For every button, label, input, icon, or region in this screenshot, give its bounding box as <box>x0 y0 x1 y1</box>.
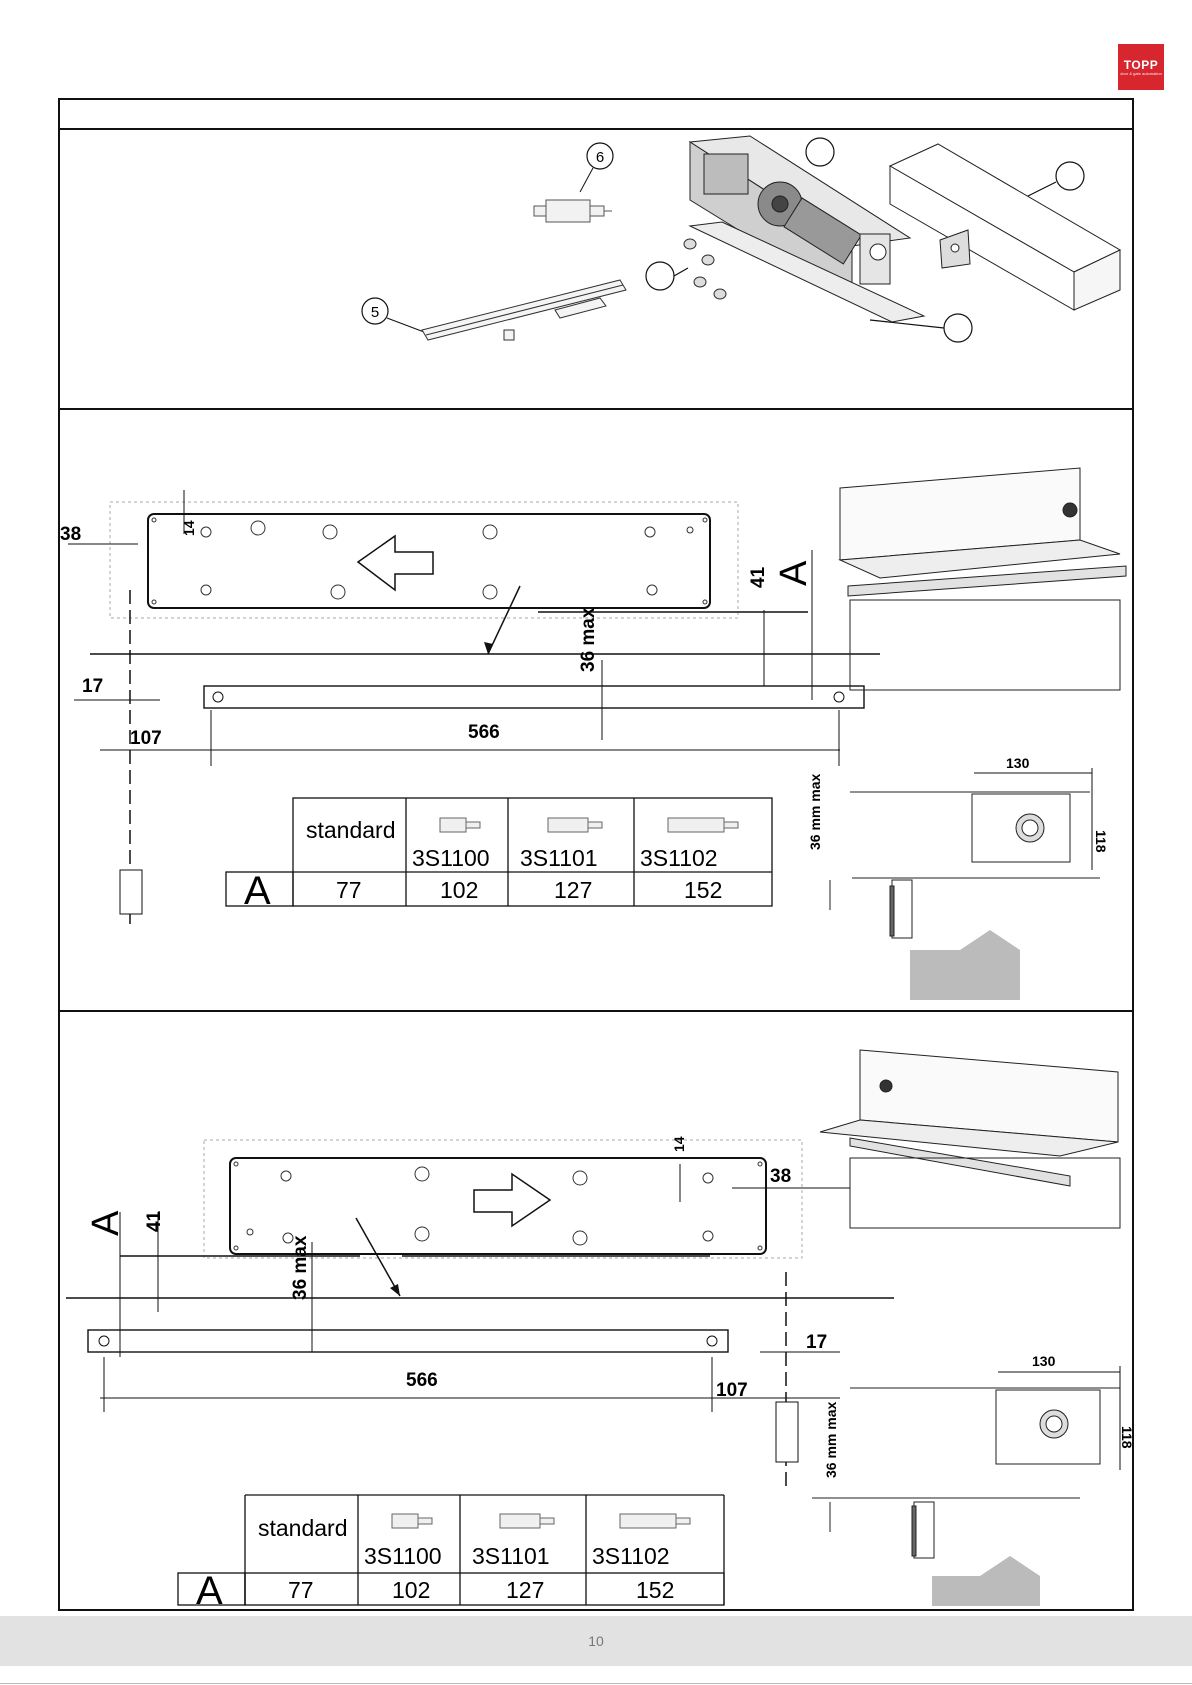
page-frame: 6 5 <box>58 98 1134 1611</box>
brand-logo: TOPP door & gate automation <box>1118 44 1164 90</box>
dim-a-label: A <box>773 560 815 586</box>
part-icons <box>440 818 738 832</box>
table-header-code-3: 3S1102 <box>640 845 718 871</box>
svg-text:5: 5 <box>371 304 379 321</box>
svg-text:6: 6 <box>596 149 604 166</box>
dim-38: 38 <box>770 1166 791 1187</box>
components-illustration: 6 5 <box>60 130 1132 408</box>
dim-566: 566 <box>406 1370 438 1391</box>
side-section-right <box>812 1388 1120 1606</box>
nut-set <box>684 239 726 299</box>
table-value-2: 102 <box>392 1577 430 1603</box>
brand-name: TOPP <box>1124 59 1158 71</box>
table-value-2: 102 <box>440 877 478 903</box>
dim-36max: 36 max <box>290 1235 311 1300</box>
installation-photo-left <box>840 468 1126 690</box>
table-value-3: 127 <box>554 877 592 903</box>
callout-6: 6 <box>580 143 613 192</box>
page-number: 10 <box>588 1633 604 1649</box>
dim-41: 41 <box>144 1210 165 1232</box>
drawing-left-panel: 38 14 41 A 36 max 17 107 566 <box>60 410 1132 1010</box>
callout-5: 5 <box>362 298 432 335</box>
dim-a-label: A <box>85 1210 127 1236</box>
dim-14: 14 <box>671 1136 687 1152</box>
side-dim-118: 118 <box>1119 1426 1132 1449</box>
drawing-left: 38 14 41 A 36 max 17 107 566 <box>60 410 1132 1010</box>
extension-part <box>534 200 612 222</box>
table-value-3: 127 <box>506 1577 544 1603</box>
table-header-code-3: 3S1102 <box>592 1543 670 1569</box>
table-value-1: 77 <box>288 1577 314 1603</box>
guide-rail <box>204 686 864 708</box>
side-dim-130: 130 <box>1006 755 1030 771</box>
cover-housing <box>890 144 1120 310</box>
table-row-label: A <box>244 869 271 913</box>
dim-566: 566 <box>468 722 500 743</box>
table-header-standard: standard <box>258 1515 348 1541</box>
table-header-code-2: 3S1101 <box>520 845 598 871</box>
table-value-4: 152 <box>636 1577 674 1603</box>
table-header-code-1: 3S1100 <box>364 1543 442 1569</box>
installation-photo-right <box>820 1050 1120 1228</box>
components-panel: 6 5 <box>60 130 1132 408</box>
side-dim-36max: 36 mm max <box>823 1402 839 1478</box>
drawing-right: 38 14 41 A 36 max 17 107 566 <box>60 1012 1132 1609</box>
side-dim-36max: 36 mm max <box>807 774 823 850</box>
table-header-code-2: 3S1101 <box>472 1543 550 1569</box>
drawing-right-panel: 38 14 41 A 36 max 17 107 566 <box>60 1012 1132 1609</box>
table-value-4: 152 <box>684 877 722 903</box>
dim-107: 107 <box>130 728 162 749</box>
table-header-code-1: 3S1100 <box>412 845 490 871</box>
dim-17: 17 <box>806 1332 827 1353</box>
dim-41: 41 <box>748 566 769 588</box>
side-section-left <box>830 792 1100 1000</box>
page-footer: 10 <box>0 1616 1192 1666</box>
side-dim-118: 118 <box>1093 830 1109 853</box>
guide-rail-arm <box>422 280 626 340</box>
dim-38: 38 <box>60 524 81 545</box>
dim-17: 17 <box>82 676 103 697</box>
part-icons <box>392 1514 690 1528</box>
table-value-1: 77 <box>336 877 362 903</box>
dim-14: 14 <box>181 520 197 536</box>
guide-rail <box>88 1330 728 1352</box>
dim-107: 107 <box>716 1380 748 1401</box>
bottom-rule <box>0 1683 1192 1684</box>
table-row-label: A <box>196 1569 223 1609</box>
side-dim-130: 130 <box>1032 1353 1056 1369</box>
table-header-standard: standard <box>306 817 396 843</box>
dim-36max: 36 max <box>578 607 599 672</box>
brand-tagline: door & gate automation <box>1120 71 1162 76</box>
